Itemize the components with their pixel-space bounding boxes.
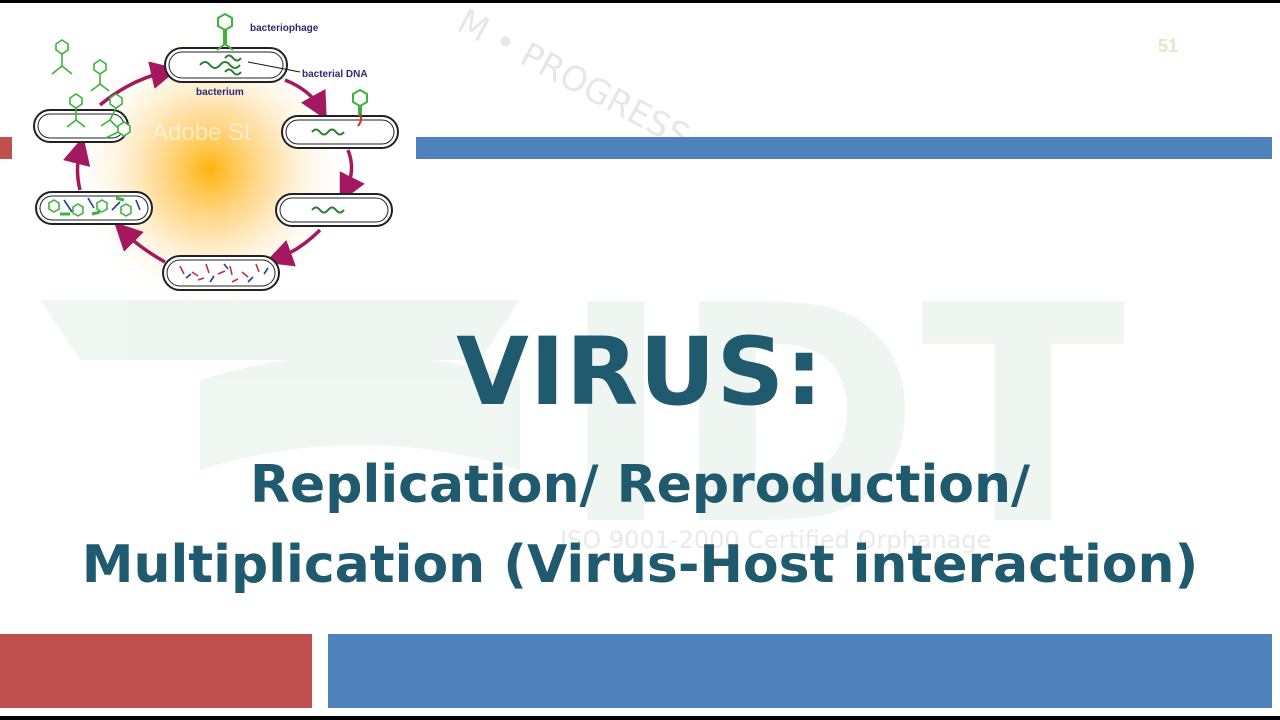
bacterium-top [164,12,301,83]
released-phages [51,39,131,139]
bacterium-infected [281,88,399,149]
bacterium-replicating [162,255,280,291]
watermark-big-letters: IDT [560,242,1127,591]
bacterium-integrated [275,193,393,227]
cycle-arrow-4 [114,222,166,264]
slide-subtitle-line2: Multiplication (Virus-Host interaction) [81,535,1199,595]
bottom-red-bar [0,634,312,708]
top-left-red-accent [0,137,12,159]
slide-bottom-border [0,716,1280,720]
watermark-cert-text: ISO 9001-2000 Certified Orphanage [560,526,991,554]
lytic-cycle-diagram: bacteriophage bacterial DNA bacterium [33,12,399,300]
cycle-arrow-3 [264,228,322,267]
page-number: 51 [1158,36,1179,56]
watermark-arc-text: M • PROGRESS [451,2,696,158]
bottom-blue-bar [328,634,1272,708]
stock-watermark: Adobe St [152,119,251,146]
cycle-arrow-1 [284,78,327,121]
cycle-arrow-5 [63,136,91,191]
slide-top-border [0,0,1280,3]
slide-subtitle-line1: Replication/ Reproduction/ [250,455,1030,515]
label-bacteriophage: bacteriophage [250,23,319,34]
cycle-arrow-6 [98,61,179,107]
label-bacterium: bacterium [196,87,244,98]
bacterium-assembly [35,191,153,225]
label-bacterial-dna: bacterial DNA [302,69,368,80]
bacterium-lysis [33,109,129,143]
slide-title: VIRUS: [456,318,824,427]
top-blue-bar [416,137,1272,159]
cycle-arrow-2 [339,149,365,203]
